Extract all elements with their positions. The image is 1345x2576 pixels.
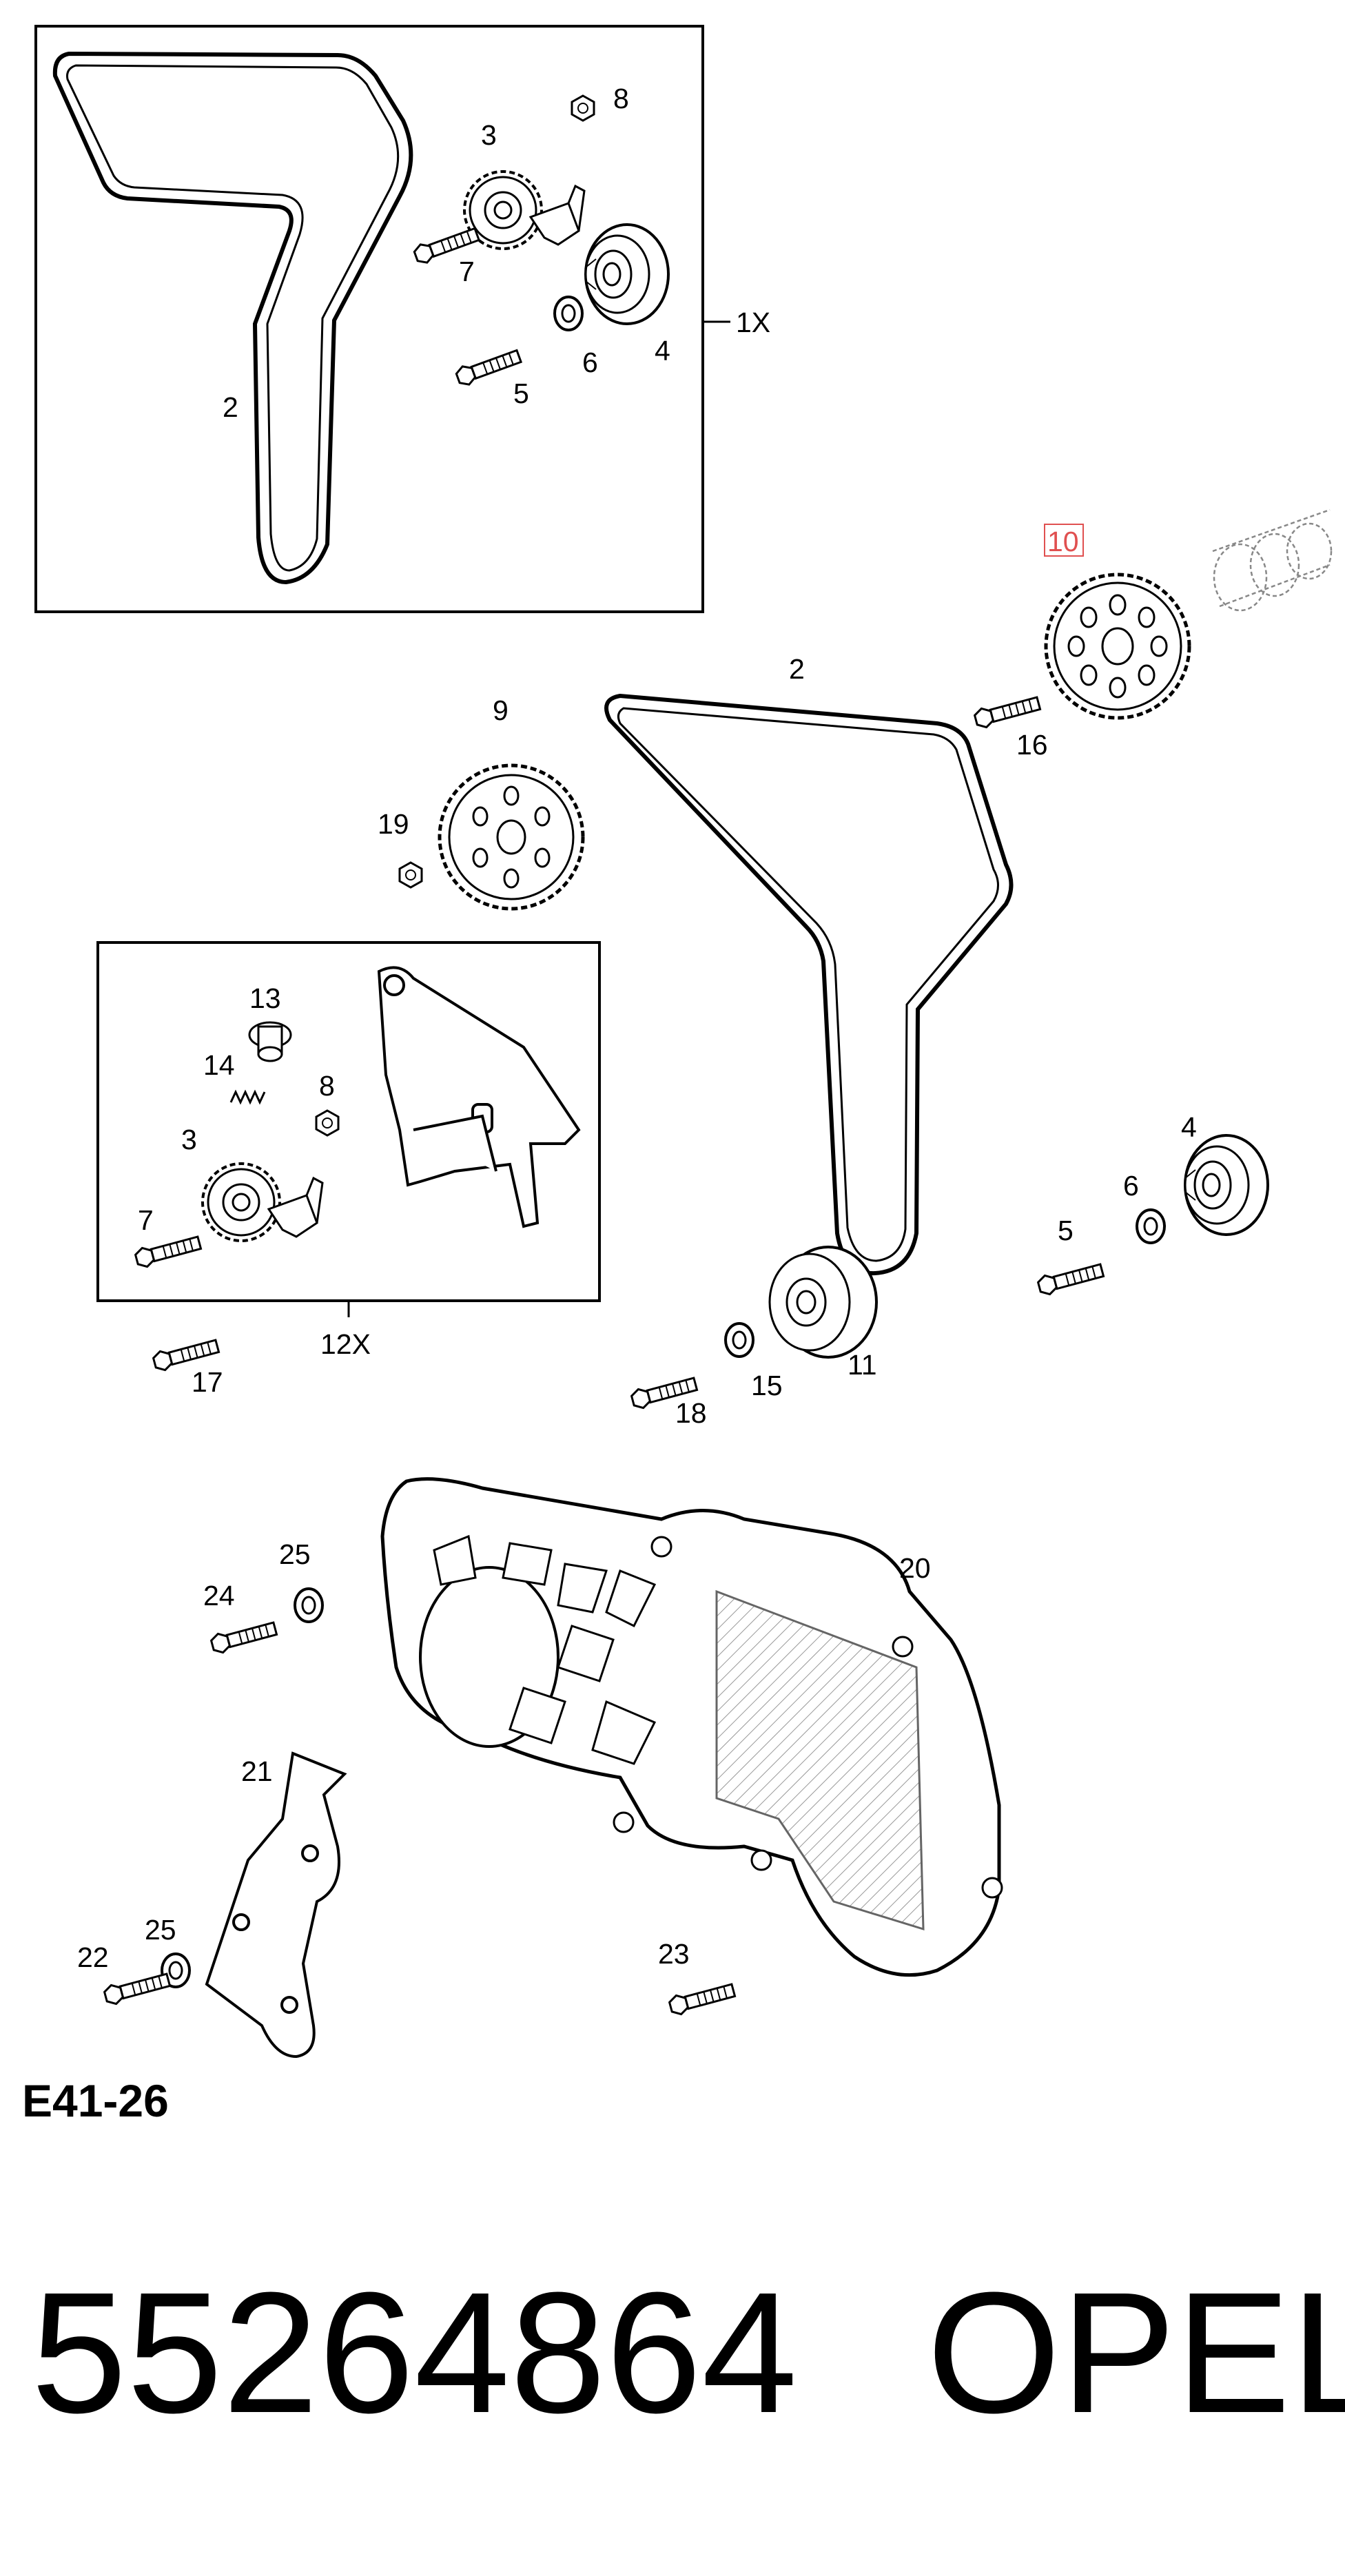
- callout-16: 16: [1016, 729, 1048, 761]
- washer-icon: [1136, 1208, 1166, 1244]
- bolt-icon: [209, 1618, 279, 1656]
- cover-bracket-icon: [205, 1751, 347, 2059]
- callout-8: 8: [319, 1070, 335, 1102]
- belt-tensioner-icon: [201, 1162, 324, 1242]
- part-number: 55264864: [31, 2256, 798, 2449]
- timing-belt-icon: [52, 51, 413, 585]
- timing-belt-icon: [604, 693, 1014, 1276]
- idler-pulley-icon: [1184, 1134, 1269, 1236]
- callout-11: 11: [848, 1349, 877, 1381]
- brand-name: OPEL: [927, 2256, 1345, 2449]
- svg-text:10: 10: [1047, 526, 1079, 557]
- washer-icon: [724, 1322, 754, 1358]
- washer-icon: [553, 296, 584, 331]
- group-label-1x: 1X: [736, 307, 770, 338]
- callout-2: 2: [789, 653, 805, 685]
- washer-icon: [294, 1587, 324, 1623]
- camshaft-icon: [1212, 508, 1333, 612]
- crankshaft-sprocket-icon: [438, 763, 585, 911]
- crank-pulley-icon: [768, 1246, 878, 1359]
- idler-pulley-icon: [584, 223, 670, 325]
- bolt-icon: [1036, 1259, 1106, 1298]
- diagram-code: E41-26: [22, 2075, 169, 2126]
- bushing-icon: [248, 1021, 292, 1062]
- callout-10-highlighted: 10: [1044, 524, 1084, 557]
- callout-19: 19: [378, 808, 409, 840]
- spring-icon: [229, 1089, 266, 1105]
- callout-5: 5: [513, 378, 529, 409]
- callout-3: 3: [481, 119, 497, 151]
- callout-6: 6: [582, 347, 598, 378]
- callout-25: 25: [145, 1914, 176, 1946]
- group-label-12x: 12X: [320, 1328, 371, 1360]
- callout-8: 8: [613, 83, 629, 114]
- tensioner-bracket-icon: [377, 966, 581, 1228]
- callout-9: 9: [493, 694, 509, 726]
- callout-6: 6: [1123, 1170, 1139, 1202]
- callout-7: 7: [138, 1204, 154, 1236]
- callout-22: 22: [77, 1941, 109, 1973]
- timing-cover-icon: [380, 1477, 1003, 1977]
- callout-labels: 2 3 8 7 6 4 5 10 2 9 16 19 13 14 8 3 7 4…: [77, 83, 1197, 1973]
- callout-2: 2: [223, 391, 238, 423]
- nut-icon: [398, 861, 423, 889]
- callout-23: 23: [658, 1938, 690, 1970]
- callout-20: 20: [899, 1552, 931, 1584]
- kit-box-12x: [96, 941, 601, 1317]
- callout-25: 25: [279, 1538, 311, 1570]
- callout-14: 14: [203, 1049, 235, 1081]
- bolt-icon: [102, 1969, 172, 2008]
- bolt-icon: [133, 1232, 203, 1270]
- nut-icon: [571, 94, 595, 122]
- belt-tensioner-icon: [463, 170, 586, 250]
- bolt-icon: [453, 346, 524, 389]
- callout-17: 17: [192, 1366, 223, 1398]
- callout-15: 15: [751, 1370, 783, 1401]
- callout-7: 7: [459, 256, 475, 287]
- nut-icon: [315, 1109, 340, 1137]
- bolt-icon: [972, 692, 1043, 731]
- callout-5: 5: [1058, 1215, 1074, 1246]
- callout-24: 24: [203, 1580, 235, 1611]
- callout-3: 3: [181, 1124, 197, 1155]
- bolt-icon: [667, 1979, 737, 2018]
- callout-13: 13: [249, 982, 281, 1014]
- callout-4: 4: [655, 335, 670, 367]
- callout-21: 21: [241, 1755, 273, 1787]
- camshaft-sprocket-icon: [1044, 573, 1191, 720]
- callout-4: 4: [1181, 1111, 1197, 1143]
- kit-box-1x: [34, 25, 730, 613]
- callout-18: 18: [675, 1397, 707, 1429]
